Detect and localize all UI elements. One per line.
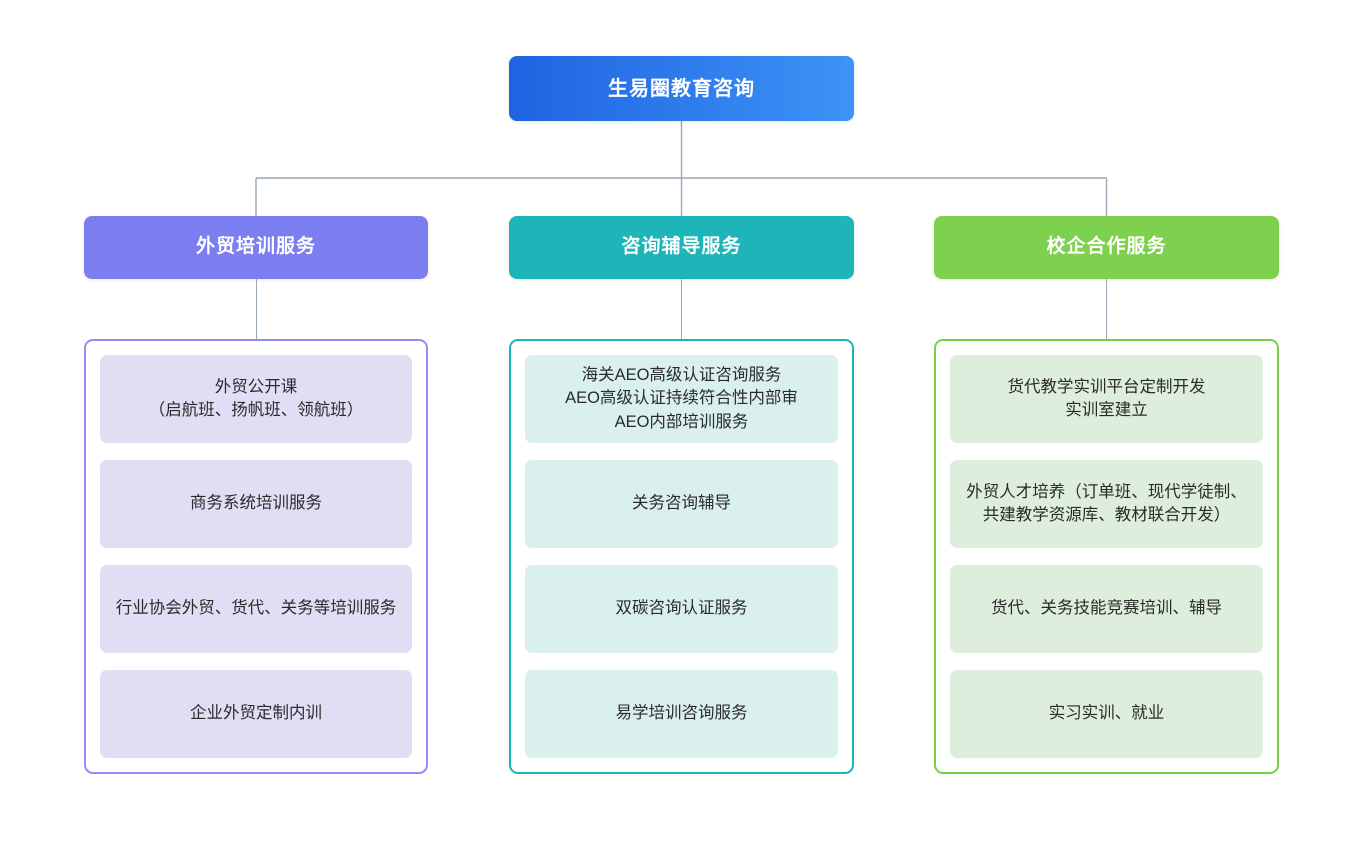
list-item[interactable]: 行业协会外贸、货代、关务等培训服务 [100, 565, 412, 653]
leaf-label: 商务系统培训服务 [190, 494, 322, 513]
branch-stub-1 [255, 279, 257, 339]
list-item[interactable]: 商务系统培训服务 [100, 460, 412, 548]
items-container-3: 货代教学实训平台定制开发 实训室建立 外贸人才培养（订单班、现代学徒制、共建教学… [934, 339, 1279, 774]
list-item[interactable]: 双碳咨询认证服务 [525, 565, 838, 653]
leaf-label: 实习实训、就业 [1048, 704, 1165, 723]
leaf-label: 双碳咨询认证服务 [615, 599, 748, 618]
branch-column-1: 外贸培训服务 外贸公开课 （启航班、扬帆班、领航班） 商务系统培训服务 行业协会… [84, 216, 428, 774]
branch-column-3: 校企合作服务 货代教学实训平台定制开发 实训室建立 外贸人才培养（订单班、现代学… [934, 216, 1279, 774]
branch-header-3[interactable]: 校企合作服务 [934, 216, 1279, 279]
leaf-label: 行业协会外贸、货代、关务等培训服务 [115, 599, 397, 618]
branch-stub-3 [1106, 279, 1107, 339]
branch-header-label-1: 外贸培训服务 [195, 236, 316, 258]
list-item[interactable]: 货代教学实训平台定制开发 实训室建立 [950, 355, 1263, 443]
branch-header-2[interactable]: 咨询辅导服务 [509, 216, 854, 279]
branch-header-label-3: 校企合作服务 [1046, 236, 1167, 258]
branch-stub-2 [681, 279, 682, 339]
leaf-label: 货代教学实训平台定制开发 实训室建立 [1007, 377, 1206, 419]
items-container-2: 海关AEO高级认证咨询服务 AEO高级认证持续符合性内部审 AEO内部培训服务 … [509, 339, 854, 774]
branch-column-2: 咨询辅导服务 海关AEO高级认证咨询服务 AEO高级认证持续符合性内部审 AEO… [509, 216, 854, 774]
list-item[interactable]: 外贸人才培养（订单班、现代学徒制、共建教学资源库、教材联合开发） [950, 460, 1263, 548]
list-item[interactable]: 易学培训咨询服务 [525, 670, 838, 758]
list-item[interactable]: 关务咨询辅导 [525, 460, 838, 548]
leaf-label: 企业外贸定制内训 [190, 704, 322, 723]
leaf-label: 海关AEO高级认证咨询服务 AEO高级认证持续符合性内部审 AEO内部培训服务 [565, 365, 798, 431]
leaf-label: 关务咨询辅导 [632, 494, 731, 513]
list-item[interactable]: 实习实训、就业 [950, 670, 1263, 758]
list-item[interactable]: 货代、关务技能竞赛培训、辅导 [950, 565, 1263, 653]
root-node-label: 生易圈教育咨询 [608, 77, 755, 100]
list-item[interactable]: 企业外贸定制内训 [100, 670, 412, 758]
branch-header-1[interactable]: 外贸培训服务 [84, 216, 428, 279]
branch-header-label-2: 咨询辅导服务 [621, 236, 742, 258]
list-item[interactable]: 外贸公开课 （启航班、扬帆班、领航班） [100, 355, 412, 443]
list-item[interactable]: 海关AEO高级认证咨询服务 AEO高级认证持续符合性内部审 AEO内部培训服务 [525, 355, 838, 443]
leaf-label: 外贸人才培养（订单班、现代学徒制、共建教学资源库、教材联合开发） [966, 482, 1247, 524]
items-container-1: 外贸公开课 （启航班、扬帆班、领航班） 商务系统培训服务 行业协会外贸、货代、关… [84, 339, 428, 774]
leaf-label: 外贸公开课 （启航班、扬帆班、领航班） [148, 377, 364, 419]
leaf-label: 易学培训咨询服务 [615, 704, 748, 723]
leaf-label: 货代、关务技能竞赛培训、辅导 [991, 599, 1222, 618]
root-node[interactable]: 生易圈教育咨询 [509, 56, 854, 121]
